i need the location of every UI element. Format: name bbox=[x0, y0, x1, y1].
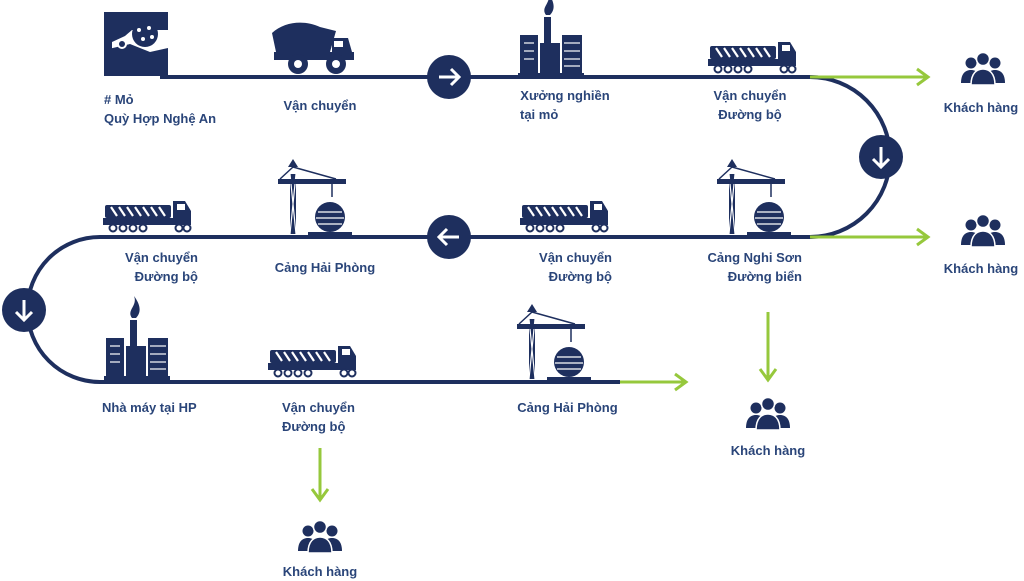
label-transport3: Vận chuyển Đường bộ bbox=[500, 248, 612, 286]
label-mine-line1: # Mỏ bbox=[104, 92, 134, 107]
arrow-left-icon bbox=[427, 215, 471, 259]
label-hai-phong2: Cảng Hải Phòng bbox=[500, 398, 635, 417]
truck-icon bbox=[706, 40, 798, 75]
label-hai-phong1-line1: Cảng Hải Phòng bbox=[274, 260, 376, 275]
label-mine-line2: Quỳ Hợp Nghệ An bbox=[104, 111, 217, 126]
truck-icon bbox=[266, 344, 358, 379]
label-hp-factory-line1: Nhà máy tại HP bbox=[102, 400, 197, 415]
factory-icon bbox=[517, 0, 585, 78]
dump-truck-icon bbox=[272, 22, 354, 74]
label-hai-phong1: Cảng Hải Phòng bbox=[260, 258, 390, 277]
port-crane-icon bbox=[277, 158, 353, 237]
customers-icon bbox=[745, 396, 791, 431]
customer-label: Khách hàng bbox=[730, 443, 806, 458]
label-hp-factory: Nhà máy tại HP bbox=[102, 398, 197, 417]
customer-label: Khách hàng bbox=[943, 261, 1019, 276]
label-nghi-son-line1: Cảng Nghi Sơn bbox=[707, 250, 802, 265]
customers-icon bbox=[960, 213, 1006, 248]
label-crusher-line2: tại mỏ bbox=[520, 107, 559, 122]
label-nghi-son-line2: Đường biển bbox=[727, 269, 802, 284]
label-mine: # Mỏ Quỳ Hợp Nghệ An bbox=[104, 90, 216, 128]
label-crusher: Xưởng nghiền tại mỏ bbox=[500, 86, 630, 124]
label-transport4: Vận chuyển Đường bộ bbox=[90, 248, 198, 286]
label-crusher-line1: Xưởng nghiền bbox=[520, 88, 610, 103]
label-transport4-line1: Vận chuyển bbox=[125, 250, 198, 265]
label-transport5: Vận chuyển Đường bộ bbox=[282, 398, 355, 436]
label-transport3-line1: Vận chuyển bbox=[539, 250, 612, 265]
arrow-right-icon bbox=[427, 55, 471, 99]
customer-label: Khách hàng bbox=[282, 564, 358, 579]
customers-icon bbox=[960, 51, 1006, 86]
customer-arrows bbox=[310, 67, 931, 503]
label-transport5-line2: Đường bộ bbox=[282, 419, 346, 434]
label-nghi-son: Cảng Nghi Sơn Đường biển bbox=[680, 248, 802, 286]
arrow-down-icon bbox=[2, 288, 46, 332]
truck-icon bbox=[518, 199, 610, 234]
port-crane-icon bbox=[716, 158, 792, 237]
label-transport4-line2: Đường bộ bbox=[134, 269, 198, 284]
truck-icon bbox=[101, 199, 193, 234]
factory-icon bbox=[103, 295, 171, 381]
label-hai-phong2-line1: Cảng Hải Phòng bbox=[517, 400, 618, 415]
arrow-down-icon bbox=[859, 135, 903, 179]
label-transport2-line1: Vận chuyển bbox=[713, 88, 787, 103]
label-transport2: Vận chuyển Đường bộ bbox=[690, 86, 810, 124]
port-crane-icon bbox=[516, 303, 592, 382]
label-transport3-line2: Đường bộ bbox=[548, 269, 612, 284]
label-transport1: Vận chuyển bbox=[260, 96, 380, 115]
mine-icon bbox=[104, 12, 168, 76]
label-transport1-line1: Vận chuyển bbox=[283, 98, 357, 113]
label-transport2-line2: Đường bộ bbox=[718, 107, 782, 122]
customers-icon bbox=[297, 519, 343, 554]
label-transport5-line1: Vận chuyển bbox=[282, 400, 355, 415]
customer-label: Khách hàng bbox=[943, 100, 1019, 115]
